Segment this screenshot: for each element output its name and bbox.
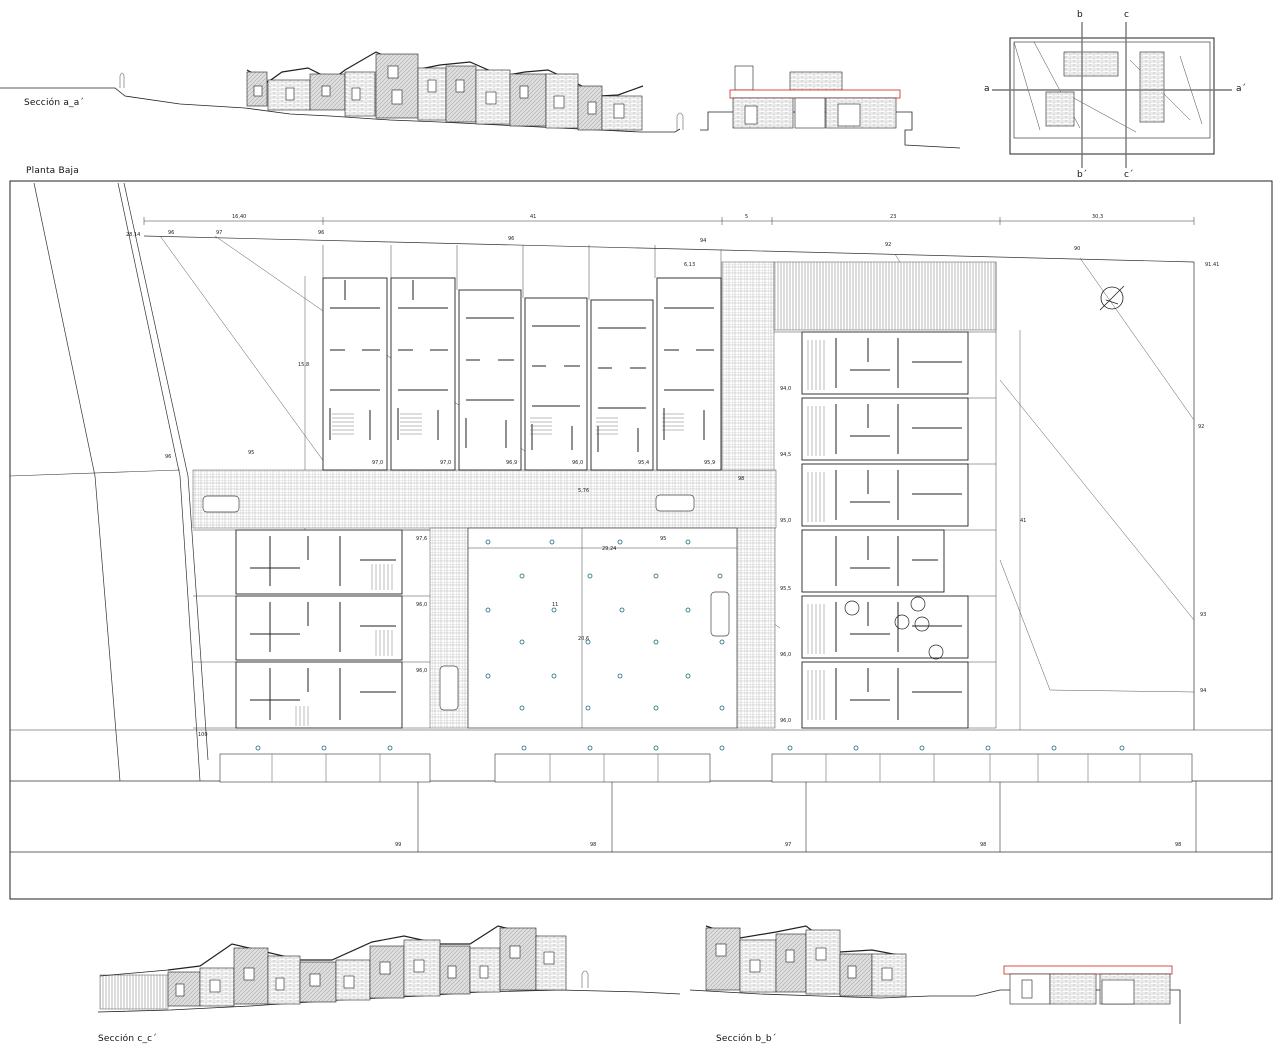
unit-level: 96,0 <box>416 668 428 674</box>
dimension-label: 28.14 <box>126 232 141 238</box>
section-bb <box>689 925 1181 1024</box>
dimension-label: 100 <box>198 732 208 738</box>
unit-level: 94,0 <box>780 386 792 392</box>
level-label: 94 <box>1200 688 1207 694</box>
terrace-block-right <box>801 331 969 729</box>
key-label-c-prime: c´ <box>1124 170 1134 180</box>
section-aa-title: Sección a_a´ <box>24 98 85 108</box>
dimension-label: 5 <box>745 214 749 220</box>
unit-level: 97,0 <box>372 460 384 466</box>
key-label-a: a <box>984 84 990 94</box>
unit-level: 95,0 <box>780 518 792 524</box>
unit-level: 97,6 <box>416 536 428 542</box>
unit-level: 94,5 <box>780 452 792 458</box>
level-label: 98 <box>590 842 597 848</box>
level-label: 92 <box>1198 424 1205 430</box>
key-plan <box>992 22 1232 168</box>
unit-level: 96,0 <box>780 652 792 658</box>
level-label: 90 <box>1074 246 1081 252</box>
level-label: 99 <box>395 842 402 848</box>
section-cc-title: Sección c_c´ <box>98 1034 158 1044</box>
plan-title: Planta Baja <box>26 166 79 176</box>
plaza-dimension: 95 <box>660 536 667 542</box>
unit-level: 97,0 <box>440 460 452 466</box>
dimension-label: 91.41 <box>1205 262 1220 268</box>
level-label: 95 <box>248 450 255 456</box>
unit-level: 96,0 <box>416 602 428 608</box>
level-label: 92 <box>885 242 892 248</box>
level-label: 96 <box>508 236 515 242</box>
level-label: 93 <box>1200 612 1207 618</box>
key-label-a-prime: a´ <box>1236 84 1247 94</box>
dimension-label: 16,40 <box>232 214 247 220</box>
unit-level: 96,0 <box>572 460 584 466</box>
level-label: 97 <box>785 842 792 848</box>
unit-level: 96,0 <box>780 718 792 724</box>
dimension-label: 30,3 <box>1092 214 1104 220</box>
unit-level: 95,9 <box>704 460 716 466</box>
plaza-dimension: 29,24 <box>602 546 617 552</box>
plaza-dimension: 15,8 <box>298 362 310 368</box>
plaza-dimension: 6,13 <box>684 262 696 268</box>
dimension-label: 23 <box>890 214 897 220</box>
unit-level: 95,5 <box>780 586 792 592</box>
ground-floor-plan <box>9 180 1273 900</box>
section-aa <box>0 51 961 149</box>
key-label-b: b <box>1077 10 1083 20</box>
key-label-c: c <box>1124 10 1129 20</box>
section-cc <box>97 925 681 1013</box>
dimension-label: 41 <box>530 214 537 220</box>
plaza-dimension: 11 <box>552 602 559 608</box>
plaza-dimension: 41 <box>1020 518 1027 524</box>
level-label: 94 <box>700 238 707 244</box>
section-bb-title: Sección b_b´ <box>716 1034 777 1044</box>
unit-level: 95,4 <box>638 460 650 466</box>
level-label: 96 <box>168 230 175 236</box>
level-label: 96 <box>318 230 325 236</box>
level-label: 97 <box>216 230 223 236</box>
level-label: 98 <box>1175 842 1182 848</box>
level-label: 96 <box>165 454 172 460</box>
plaza-dimension: 98 <box>738 476 745 482</box>
unit-level: 96,9 <box>506 460 518 466</box>
plaza-dimension: 5,76 <box>578 488 590 494</box>
terrace-block-left <box>235 529 403 729</box>
north-arrow-icon <box>1099 285 1125 311</box>
key-label-b-prime: b´ <box>1077 170 1088 180</box>
level-label: 98 <box>980 842 987 848</box>
plaza-dimension: 20,6 <box>578 636 590 642</box>
